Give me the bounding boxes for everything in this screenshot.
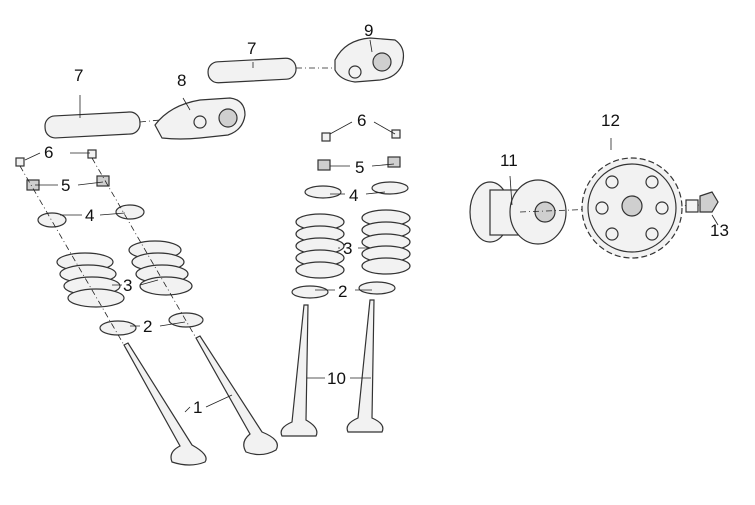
label-retainer-cap-left: 5 (61, 176, 71, 195)
label-rocker-arm-left: 8 (177, 71, 187, 90)
camshaft-part (469, 179, 701, 245)
label-rocker-shaft-right: 7 (247, 39, 257, 58)
label-retainer-cap-right: 5 (355, 158, 365, 177)
label-spring-seat-right: 2 (338, 282, 348, 301)
valve-train-right (280, 129, 411, 437)
cam-sprocket-part (581, 157, 683, 259)
label-valve-spring-left: 3 (123, 276, 133, 295)
rocker-arm-left (154, 97, 246, 140)
valve-train-left (15, 149, 278, 466)
label-cam-sprocket: 12 (601, 111, 620, 130)
rocker-arm-right (334, 37, 405, 83)
label-valve-spring-right: 3 (343, 239, 353, 258)
label-sprocket-bolt: 13 (710, 221, 729, 240)
label-cotter-right: 6 (357, 111, 367, 130)
label-spring-retainer-left: 4 (85, 206, 95, 225)
label-cotter-left: 6 (44, 143, 54, 162)
label-spring-retainer-right: 4 (349, 186, 359, 205)
label-camshaft: 11 (500, 151, 518, 170)
rocker-shaft-right (207, 57, 340, 84)
label-spring-seat-left: 2 (143, 317, 153, 336)
rocker-shaft-left (44, 111, 161, 139)
leader-lines (24, 39, 719, 413)
label-rocker-shaft-left: 7 (74, 66, 84, 85)
sprocket-bolt-part (685, 191, 719, 213)
label-rocker-arm-right: 9 (364, 21, 374, 40)
label-intake-valve: 1 (193, 398, 203, 417)
label-exhaust-valve: 10 (327, 369, 346, 388)
